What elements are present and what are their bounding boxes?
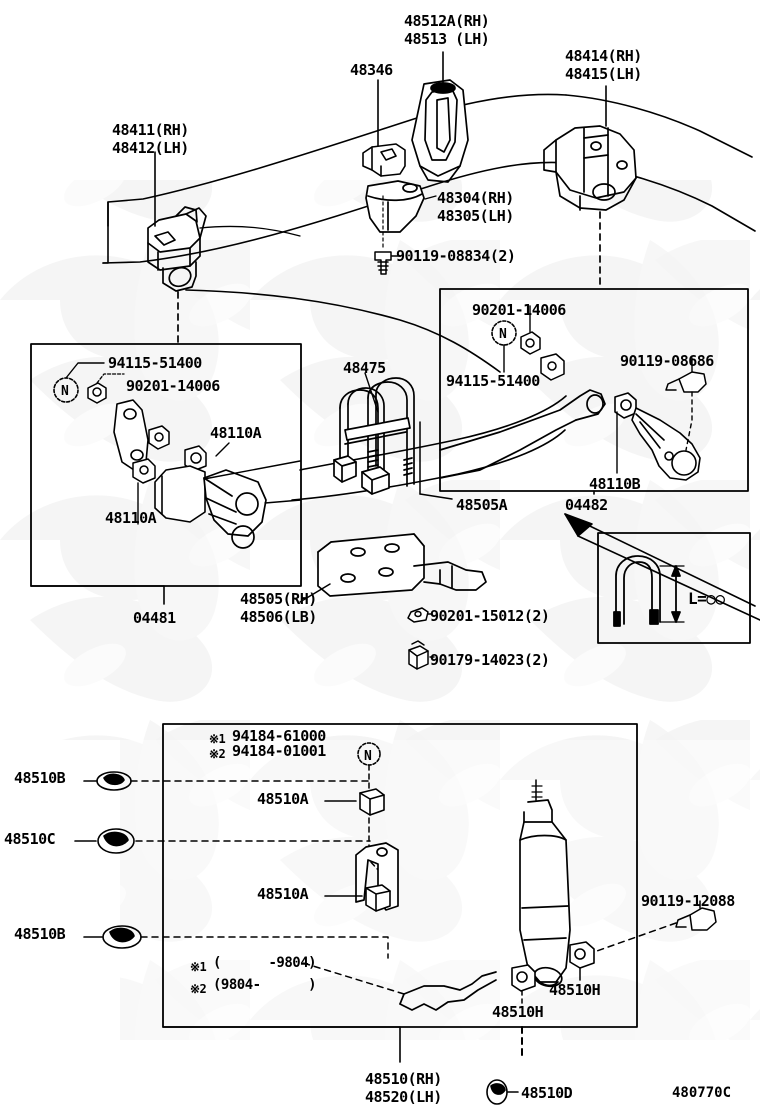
- ubolt-length-label: L=○○: [688, 589, 725, 608]
- n-mark-lower-box: N: [364, 749, 372, 764]
- callout-90201-14006-left: 90201-14006: [126, 377, 220, 395]
- callout-48505a: 48505A: [456, 496, 508, 514]
- callout-48110a-upper: 48110A: [210, 424, 262, 442]
- caption-04481: 04481: [133, 609, 176, 627]
- callout-94184-01001: 94184-01001: [232, 742, 326, 760]
- callout-48110b: 48110B: [589, 475, 641, 493]
- callout-48510d: 48510D: [521, 1084, 573, 1102]
- callout-90119-08834: 90119-08834(2): [396, 247, 516, 265]
- callout-48414-48415: 48414(RH) 48415(LH): [565, 47, 642, 83]
- callout-48510c: 48510C: [4, 830, 56, 848]
- callout-48505-48506: 48505(RH) 48506(LB): [240, 590, 317, 626]
- note-1-mark: ※1: [190, 960, 207, 974]
- callout-94184-61000: 94184-61000: [232, 727, 326, 745]
- callout-48510b-lower: 48510B: [14, 925, 66, 943]
- callout-48304-48305: 48304(RH) 48305(LH): [437, 189, 514, 225]
- note-1-text: ( -9804): [213, 955, 317, 971]
- drawing-number: 480770C: [672, 1085, 732, 1101]
- note-2-mark: ※2: [190, 982, 207, 996]
- callout-90119-12088: 90119-12088: [641, 892, 735, 910]
- n-mark-right-box: N: [499, 327, 507, 342]
- callout-90201-15012: 90201-15012(2): [430, 607, 550, 625]
- mark-asterisk-2: ※2: [209, 747, 226, 761]
- callout-48512a-48513: 48512A(RH) 48513 (LH): [404, 12, 490, 48]
- callout-94115-51400-right: 94115-51400: [446, 372, 540, 390]
- callout-94115-51400-left: 94115-51400: [108, 354, 202, 372]
- callout-48346: 48346: [350, 61, 393, 79]
- callout-90201-14006-right: 90201-14006: [472, 301, 566, 319]
- callout-48510h-right: 48510H: [549, 981, 601, 999]
- caption-04482: 04482: [565, 496, 608, 514]
- callout-48510h-left: 48510H: [492, 1003, 544, 1021]
- callout-48110a-lower: 48110A: [105, 509, 157, 527]
- callout-48510-48520: 48510(RH) 48520(LH): [365, 1070, 442, 1106]
- note-2-text: (9804- ): [213, 977, 317, 993]
- n-mark-left-box: N: [61, 384, 69, 399]
- mark-asterisk-1: ※1: [209, 732, 226, 746]
- callout-48510b-upper: 48510B: [14, 769, 66, 787]
- callout-48411-48412: 48411(RH) 48412(LH): [112, 121, 189, 157]
- callout-48510a-upper: 48510A: [257, 790, 309, 808]
- callout-90119-08686: 90119-08686: [620, 352, 714, 370]
- callout-48475: 48475: [343, 359, 386, 377]
- callout-48510a-lower: 48510A: [257, 885, 309, 903]
- callout-90179-14023: 90179-14023(2): [430, 651, 550, 669]
